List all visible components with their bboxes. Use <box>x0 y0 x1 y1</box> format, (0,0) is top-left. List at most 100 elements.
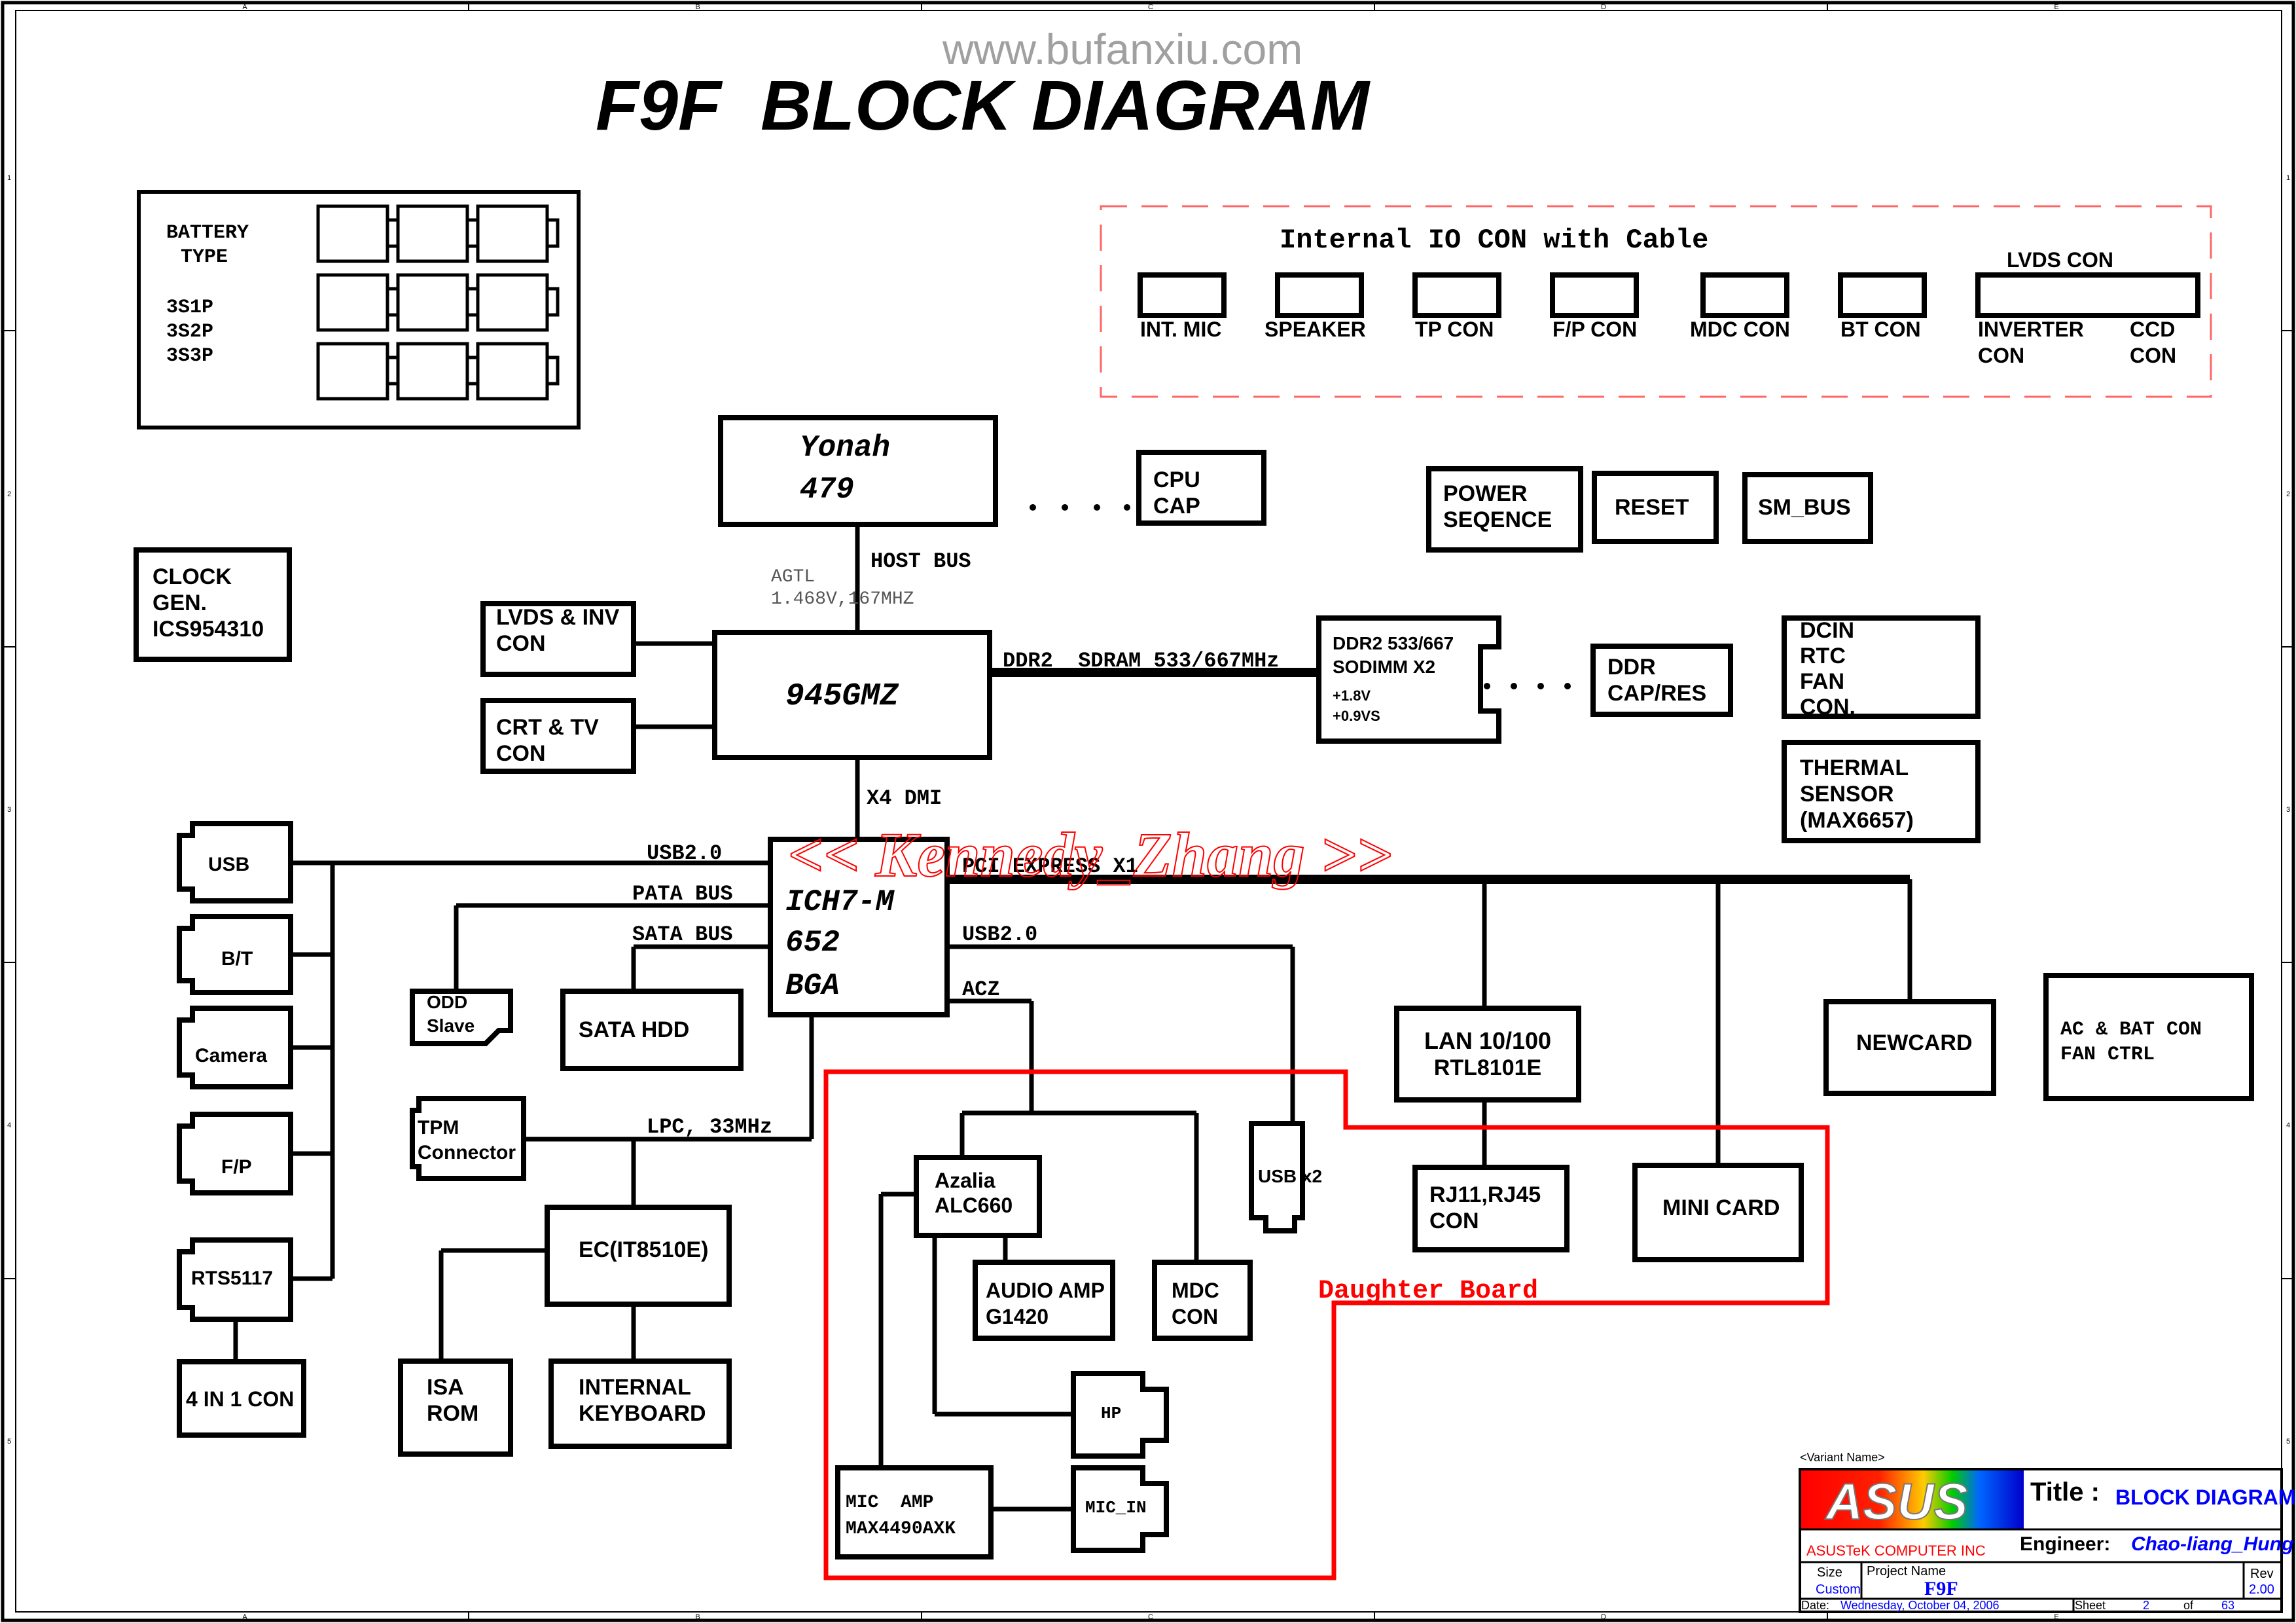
azalia-block: Azalia ALC660 <box>914 1155 1042 1238</box>
lvds-inv-line1: LVDS & INV <box>496 605 620 630</box>
clock-gen-block: CLOCK GEN. ICS954310 <box>134 547 292 662</box>
mic-amp-line2: MAX4490AXK <box>846 1519 956 1539</box>
row-label-3: 3 <box>7 806 11 814</box>
four-in-one-label: 4 IN 1 CON <box>186 1387 294 1411</box>
southbridge-line1: ICH7-M <box>785 885 895 919</box>
row-label-5: 5 <box>7 1438 11 1446</box>
date-value: Wednesday, October 04, 2006 <box>1840 1599 2000 1612</box>
daughter-board-label: Daughter Board <box>1318 1277 1538 1306</box>
sodimm-line2: SODIMM X2 <box>1333 657 1435 677</box>
power-seq-line1: POWER <box>1443 481 1527 506</box>
ac-bat-line2: FAN CTRL <box>2060 1044 2155 1066</box>
connector-lvds <box>1975 272 2200 318</box>
southbridge-block: ICH7-M 652 BGA <box>768 837 950 1017</box>
battery-title-line2: TYPE <box>181 246 228 268</box>
title-value: BLOCK DIAGRAM <box>2115 1486 2296 1509</box>
size-value: Custom <box>1816 1582 1861 1597</box>
power-seq-line2: SEQENCE <box>1443 507 1552 532</box>
ec-label: EC(IT8510E) <box>579 1237 708 1262</box>
asus-logo: ASUS <box>1825 1472 1968 1530</box>
ac-bat-con-block: AC & BAT CON FAN CTRL <box>2043 973 2254 1101</box>
internal-io-panel: Internal IO CON with Cable LVDS CON INT.… <box>1100 205 2212 398</box>
host-bus-spec: 1.468V,167MHZ <box>771 589 914 610</box>
int-mic-label: INT. MIC <box>1140 318 1221 341</box>
inverter-con-line1: INVERTER <box>1978 318 2084 341</box>
column-label-b: B <box>695 3 700 11</box>
usb-x2-label: USB x2 <box>1258 1166 1322 1186</box>
crt-tv-line1: CRT & TV <box>496 715 599 740</box>
connector-speaker <box>1275 272 1364 318</box>
battery-title-line1: BATTERY <box>166 222 249 244</box>
ddr-bus-label: DDR2 SDRAM 533/667MHz <box>1003 649 1279 673</box>
battery-cells-row-1 <box>316 204 560 263</box>
connector-tp <box>1412 272 1501 318</box>
mic-in-label: MIC_IN <box>1085 1498 1147 1518</box>
crt-tv-con-block: CRT & TV CON <box>480 698 636 774</box>
thermal-sensor-block: THERMAL SENSOR (MAX6657) <box>1782 740 1981 843</box>
pcie-bus-label: PCI EXPRESS X1 <box>962 854 1138 879</box>
rts5117-label: RTS5117 <box>191 1267 273 1289</box>
sata-hdd-label: SATA HDD <box>579 1017 689 1042</box>
cpu-cap-line1: CPU <box>1153 467 1200 492</box>
reset-block: RESET <box>1592 471 1719 544</box>
keyboard-line2: KEYBOARD <box>579 1401 706 1426</box>
engineer-label: Engineer: <box>2020 1533 2110 1555</box>
sm-bus-block: SM_BUS <box>1742 472 1873 544</box>
project-name-value: F9F <box>1924 1578 1958 1599</box>
tp-con-label: TP CON <box>1415 318 1494 341</box>
wires <box>233 524 1912 1512</box>
isa-rom-line1: ISA <box>427 1375 464 1400</box>
fp-port-label: F/P <box>221 1156 252 1178</box>
isa-rom-line2: ROM <box>427 1401 478 1426</box>
column-label-a: A <box>242 3 247 11</box>
ddr-cap-dots <box>1484 683 1571 689</box>
azalia-line2: ALC660 <box>935 1194 1013 1217</box>
title-label: Title : <box>2030 1478 2100 1506</box>
sheet-total: 63 <box>2221 1599 2234 1612</box>
connector-int-mic <box>1138 272 1227 318</box>
tpm-connector-block: TPM Connector <box>410 1096 526 1181</box>
row-label-1: 1 <box>7 174 11 182</box>
internal-io-title: Internal IO CON with Cable <box>1280 225 1708 256</box>
ddr-cap-res-block: DDR CAP/RES <box>1590 644 1733 717</box>
azalia-line1: Azalia <box>935 1169 996 1192</box>
dcin-line2: RTC <box>1800 644 1846 668</box>
bt-port-label: B/T <box>221 948 253 970</box>
southbridge-line3: BGA <box>785 969 840 1003</box>
pata-bus-label: PATA BUS <box>632 882 733 906</box>
internal-keyboard-block: INTERNAL KEYBOARD <box>548 1359 732 1449</box>
sm-bus-label: SM_BUS <box>1758 495 1851 520</box>
column-label-d-bottom: D <box>1601 1613 1606 1621</box>
project-name-label: Project Name <box>1867 1564 1946 1578</box>
dmi-label: X4 DMI <box>867 786 942 811</box>
card-reader-rts5117: RTS5117 <box>177 1237 293 1322</box>
dcin-line4: CON. <box>1800 695 1856 720</box>
hp-jack: HP <box>1071 1371 1169 1459</box>
speaker-label: SPEAKER <box>1265 318 1366 341</box>
sodimm-voltage-1: +1.8V <box>1333 687 1371 704</box>
thermal-line1: THERMAL <box>1800 756 1909 780</box>
usb-port-fp: F/P <box>177 1112 293 1195</box>
signature-overlay: << Kennedy_Zhang >> <box>788 820 1392 890</box>
clock-line2: GEN. <box>152 591 207 615</box>
title-block: <Variant Name> ASUS Title : BLOCK DIAGRA… <box>1799 1451 2296 1613</box>
sodimm-voltage-2: +0.9VS <box>1333 708 1380 724</box>
power-sequence-block: POWER SEQENCE <box>1426 466 1583 553</box>
bt-con-label: BT CON <box>1840 318 1921 341</box>
reset-label: RESET <box>1615 495 1689 520</box>
sheet-of-label: of <box>2183 1599 2194 1612</box>
lan-block: LAN 10/100 RTL8101E <box>1394 1006 1581 1103</box>
dcin-line3: FAN <box>1800 669 1844 694</box>
sodimm-block: DDR2 533/667 SODIMM X2 +1.8V +0.9VS <box>1316 615 1501 744</box>
page-title: F9F BLOCK DIAGRAM <box>596 65 1371 145</box>
usb-x2-connector: USB x2 <box>1249 1121 1322 1233</box>
audio-amp-line1: AUDIO AMP <box>986 1279 1105 1302</box>
clock-line1: CLOCK <box>152 564 232 589</box>
four-in-one-con-block: 4 IN 1 CON <box>177 1359 306 1438</box>
northbridge-block: 945GMZ <box>712 630 992 760</box>
sata-hdd-block: SATA HDD <box>560 989 744 1071</box>
ccd-con-line2: CON <box>2130 344 2176 367</box>
odd-line2: Slave <box>427 1015 475 1036</box>
mic-amp-block: MIC AMP MAX4490AXK <box>835 1465 994 1559</box>
